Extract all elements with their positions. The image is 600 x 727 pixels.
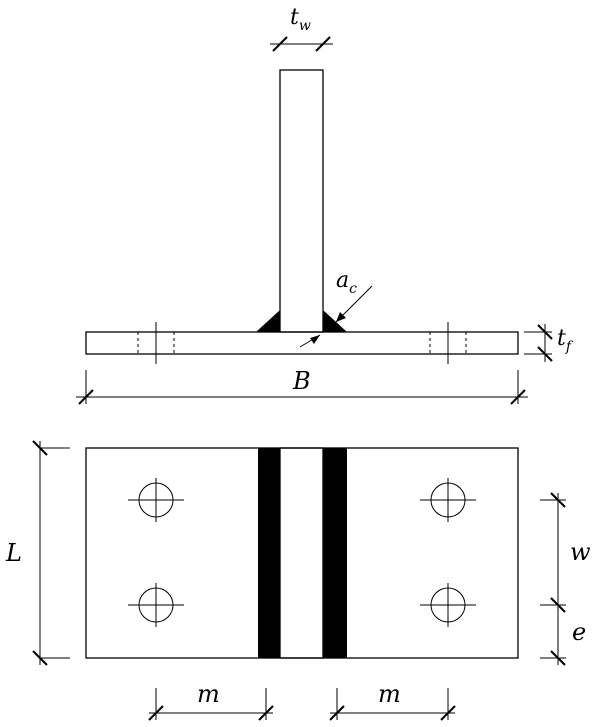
ac-label-main: a bbox=[336, 268, 349, 293]
svg-text:tw: tw bbox=[290, 5, 311, 34]
tf-dimension: tf bbox=[524, 324, 574, 362]
ac-label-sub: c bbox=[349, 281, 357, 297]
svg-text:tf: tf bbox=[557, 326, 574, 355]
tf-label-sub: f bbox=[565, 339, 574, 355]
m-dimension-right: m bbox=[329, 680, 456, 721]
plan-view: L w e m m bbox=[5, 440, 591, 721]
bolt-hole-bottom-left bbox=[128, 583, 184, 627]
b-label: B bbox=[292, 367, 311, 395]
l-dimension: L bbox=[5, 440, 70, 666]
web-plan bbox=[279, 447, 324, 659]
ac-leader: ac bbox=[299, 268, 373, 348]
right-fillet-weld bbox=[323, 310, 347, 332]
b-dimension: B bbox=[76, 367, 528, 405]
left-fillet-weld bbox=[256, 310, 280, 332]
bolt-hole-top-left bbox=[128, 478, 184, 522]
flange-plate bbox=[85, 331, 519, 355]
l-label: L bbox=[5, 539, 22, 567]
w-label: w bbox=[570, 538, 591, 566]
right-weld-plan bbox=[323, 448, 347, 658]
tw-label-main: t bbox=[290, 5, 299, 30]
m-dimension-left: m bbox=[148, 680, 274, 721]
bolt-hole-bottom-right bbox=[420, 583, 476, 627]
tw-label-sub: w bbox=[299, 18, 311, 34]
right-bolt-hole-hidden bbox=[429, 322, 467, 364]
bolt-hole-top-right bbox=[420, 478, 476, 522]
svg-text:ac: ac bbox=[336, 268, 357, 297]
elevation-view: tw ac tf bbox=[76, 5, 574, 405]
flange-plan-outline bbox=[85, 447, 519, 659]
tw-dimension: tw bbox=[270, 5, 333, 52]
tf-label-main: t bbox=[557, 326, 566, 351]
web-plate bbox=[279, 69, 324, 333]
w-e-dimension: w e bbox=[540, 492, 591, 666]
left-bolt-hole-hidden bbox=[137, 322, 175, 364]
left-weld-plan bbox=[258, 448, 280, 658]
m-left-label: m bbox=[197, 680, 220, 708]
e-label: e bbox=[572, 618, 586, 646]
m-right-label: m bbox=[378, 680, 401, 708]
